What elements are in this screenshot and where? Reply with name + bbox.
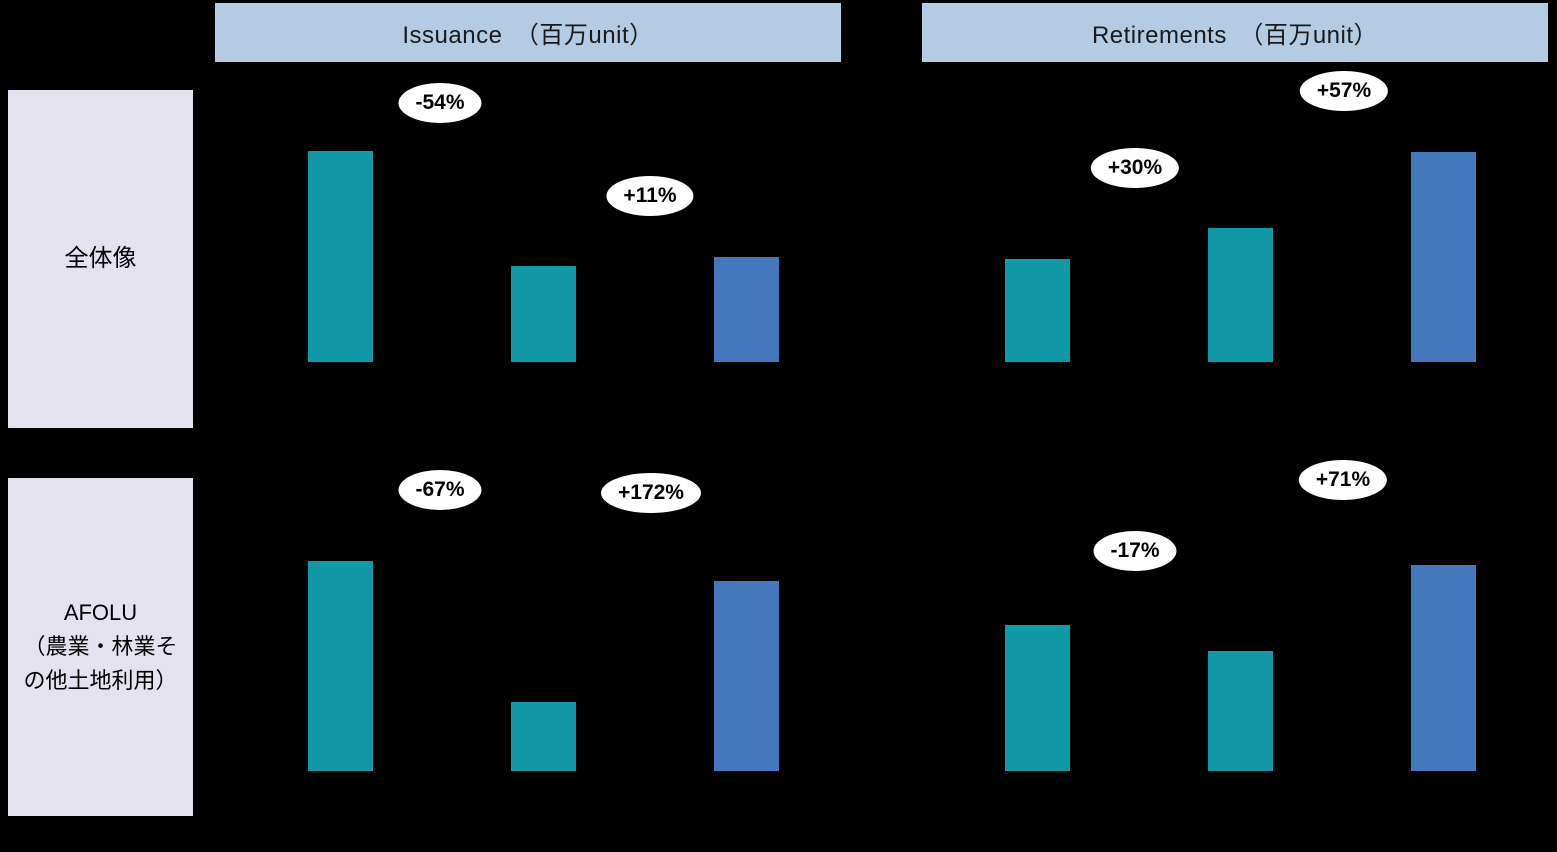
badge-retirements-afolu-2: +71% — [1298, 460, 1388, 500]
bar-retirements-overall-2 — [1208, 228, 1273, 362]
bar-retirements-overall-1 — [1005, 259, 1070, 362]
bar-retirements-afolu-1 — [1005, 625, 1070, 771]
column-header-issuance: Issuance （百万unit） — [215, 3, 841, 62]
badge-issuance-overall-1: -54% — [398, 83, 482, 123]
row-label-overall: 全体像 — [8, 90, 193, 428]
row-label-afolu-line3: の他土地利用） — [23, 668, 178, 693]
row-label-afolu: AFOLU （農業・林業そ の他土地利用） — [8, 478, 193, 816]
bar-issuance-overall-1 — [308, 151, 373, 362]
bar-issuance-afolu-1 — [308, 561, 373, 771]
row-label-overall-text: 全体像 — [64, 245, 137, 272]
badge-issuance-afolu-1: -67% — [398, 470, 482, 510]
bar-issuance-overall-2 — [511, 266, 576, 362]
column-header-retirements: Retirements （百万unit） — [922, 3, 1548, 62]
row-label-afolu-line2: （農業・林業そ — [23, 634, 178, 659]
row-label-afolu-line1: AFOLU — [63, 600, 138, 625]
badge-retirements-overall-1: +30% — [1090, 148, 1180, 188]
bar-retirements-afolu-2 — [1208, 651, 1273, 771]
badge-retirements-afolu-1: -17% — [1093, 531, 1177, 571]
bar-retirements-overall-3 — [1411, 152, 1476, 362]
bar-issuance-afolu-2 — [511, 702, 576, 771]
badge-retirements-overall-2: +57% — [1299, 71, 1389, 111]
badge-issuance-overall-2: +11% — [606, 176, 694, 216]
bar-issuance-afolu-3 — [714, 581, 779, 771]
bar-issuance-overall-3 — [714, 257, 779, 362]
badge-issuance-afolu-2: +172% — [601, 473, 701, 513]
bar-retirements-afolu-3 — [1411, 565, 1476, 771]
